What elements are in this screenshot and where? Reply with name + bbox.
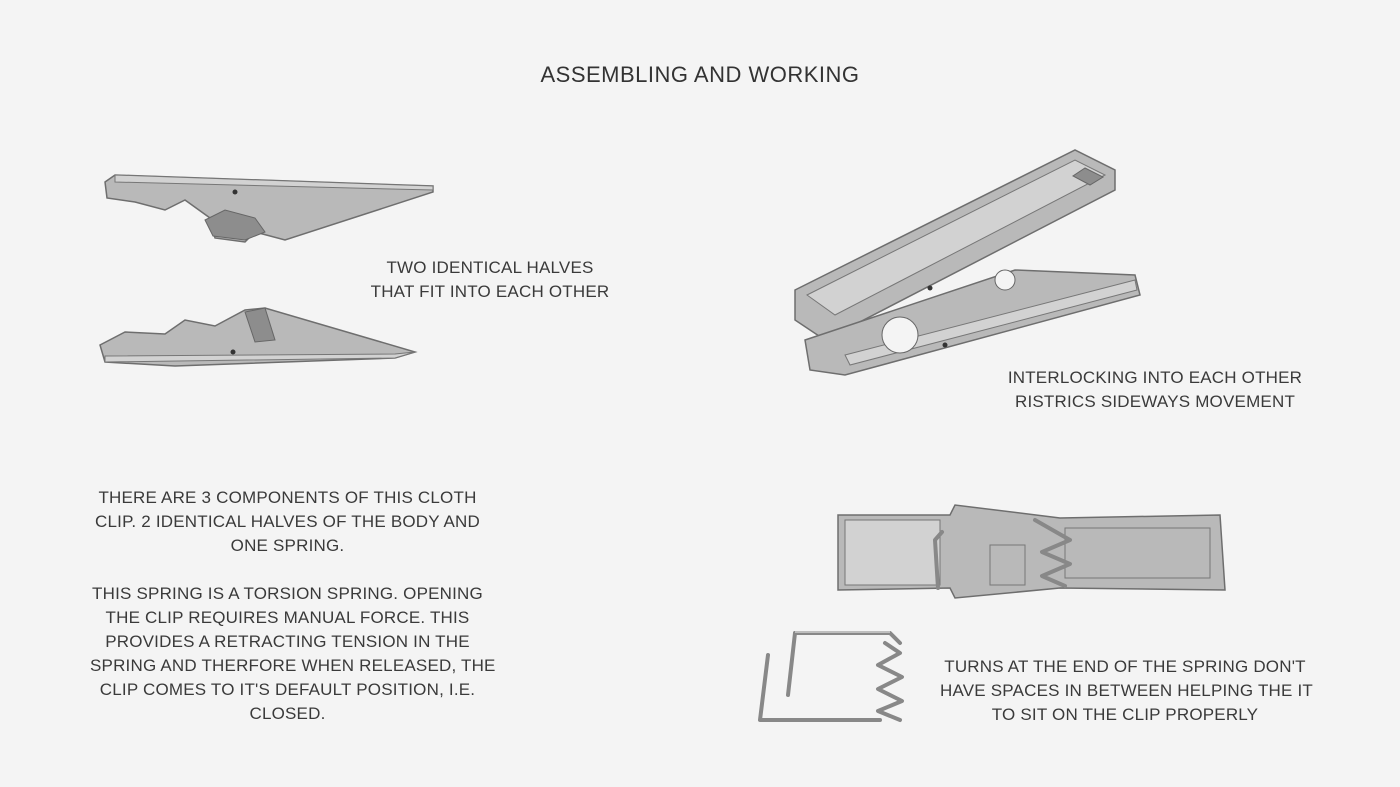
components-description: THERE ARE 3 COMPONENTS OF THIS CLOTH CLI… — [90, 486, 485, 558]
caption-line: INTERLOCKING INTO EACH OTHER — [1007, 368, 1303, 387]
caption-two-halves: TWO IDENTICAL HALVES THAT FIT INTO EACH … — [360, 256, 620, 304]
text-line: CLIP. 2 IDENTICAL HALVES OF THE BODY AND — [95, 512, 480, 531]
clip-lower-half-drawing — [99, 307, 418, 367]
torsion-description: THIS SPRING IS A TORSION SPRING. OPENING… — [90, 582, 496, 726]
assembled-clip-drawing — [794, 149, 1141, 376]
caption-spring-turns: TURNS AT THE END OF THE SPRING DON'T HAV… — [940, 655, 1313, 727]
text-line: CLIP COMES TO IT'S DEFAULT POSITION, I.E… — [99, 680, 476, 699]
text-line: THERE ARE 3 COMPONENTS OF THIS CLOTH — [98, 488, 477, 507]
clip-upper-half-drawing — [104, 174, 434, 243]
caption-line: TURNS AT THE END OF THE SPRING DON'T — [944, 657, 1306, 676]
caption-line: TO SIT ON THE CLIP PROPERLY — [991, 705, 1259, 724]
torsion-spring-drawing — [758, 631, 904, 722]
text-line: ONE SPRING. — [230, 536, 345, 555]
text-line: THIS SPRING IS A TORSION SPRING. OPENING — [92, 584, 483, 603]
clip-with-spring-drawing — [837, 504, 1226, 599]
text-line: CLOSED. — [249, 704, 326, 723]
caption-interlocking: INTERLOCKING INTO EACH OTHER RISTRICS SI… — [1000, 366, 1310, 414]
text-line: THE CLIP REQUIRES MANUAL FORCE. THIS — [105, 608, 470, 627]
caption-line: TWO IDENTICAL HALVES — [386, 258, 594, 277]
page-title: ASSEMBLING AND WORKING — [540, 62, 860, 87]
text-line: SPRING AND THERFORE WHEN RELEASED, THE — [90, 656, 496, 675]
caption-line: THAT FIT INTO EACH OTHER — [370, 282, 610, 301]
text-line: PROVIDES A RETRACTING TENSION IN THE — [105, 632, 470, 651]
caption-line: HAVE SPACES IN BETWEEN HELPING THE IT — [940, 681, 1313, 700]
caption-line: RISTRICS SIDEWAYS MOVEMENT — [1014, 392, 1296, 411]
